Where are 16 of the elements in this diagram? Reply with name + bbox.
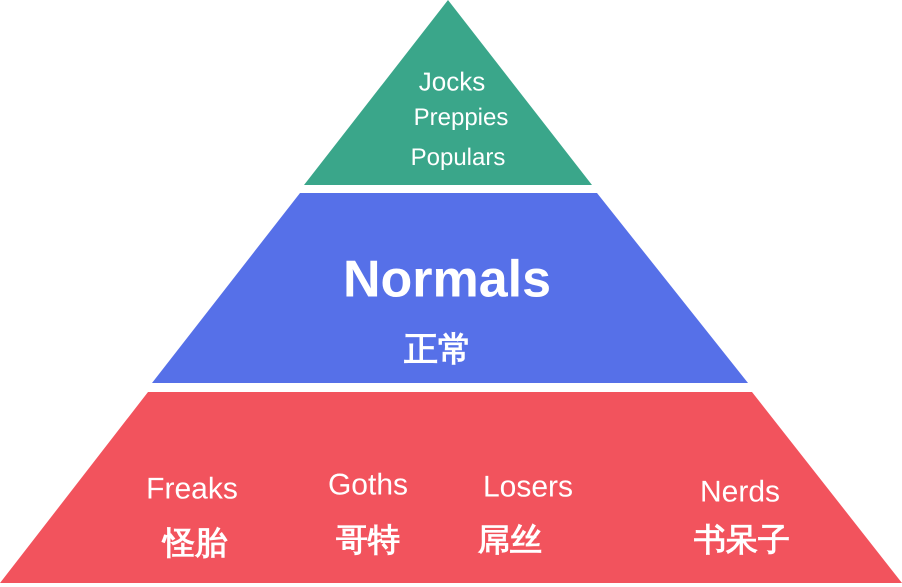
tier-label: 怪胎 [163, 525, 227, 561]
tier-label: Nerds [700, 476, 780, 508]
tier-label: 书呆子 [694, 522, 790, 558]
tier-label: Populars [410, 144, 506, 172]
tier-label: Freaks [146, 472, 238, 506]
tier-label: 正常 [404, 331, 472, 369]
tier-label: Normals [342, 251, 552, 309]
pyramid-tier [304, 0, 592, 185]
tier-label: 屌丝 [478, 522, 542, 558]
tier-label: Jocks [418, 68, 486, 96]
pyramid-tier [152, 193, 748, 383]
tier-label: Preppies [414, 104, 508, 132]
tier-label: 哥特 [336, 522, 400, 558]
tier-label: Losers [482, 470, 574, 504]
pyramid-tier [0, 392, 902, 583]
tier-label: Goths [328, 468, 408, 502]
